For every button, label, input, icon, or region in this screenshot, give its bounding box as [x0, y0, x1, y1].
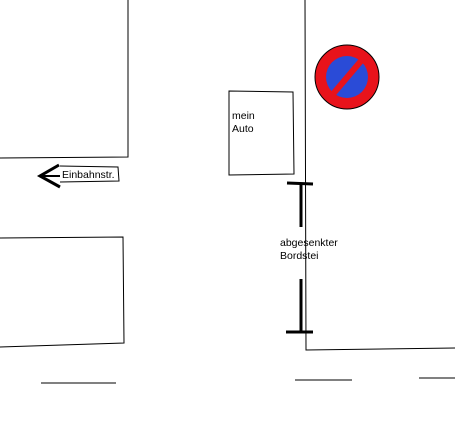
- no-parking-sign-icon: [314, 44, 380, 110]
- car-label-line2: Auto: [232, 123, 254, 135]
- one-way-sign-box: [59, 165, 120, 183]
- car-outline: [228, 90, 295, 176]
- one-way-arrow: Einbahnstr.: [36, 163, 120, 189]
- lowered-curb-marker: abgesenkter Bordstei: [280, 181, 338, 334]
- building-top-left: [0, 0, 129, 159]
- curb-label-line2: Bordstei: [280, 250, 319, 262]
- building-bottom-left: [0, 236, 125, 348]
- building-right: [304, 0, 455, 351]
- road-markings: [41, 377, 455, 384]
- sign-slash: [330, 59, 364, 96]
- arrow-left-icon: [36, 163, 61, 189]
- car-label-line1: mein: [232, 110, 255, 122]
- curb-label-line1: abgesenkter: [280, 237, 338, 249]
- my-car: mein Auto: [228, 90, 295, 176]
- one-way-label: Einbahnstr.: [62, 169, 115, 181]
- curb-top-cap: [286, 181, 314, 186]
